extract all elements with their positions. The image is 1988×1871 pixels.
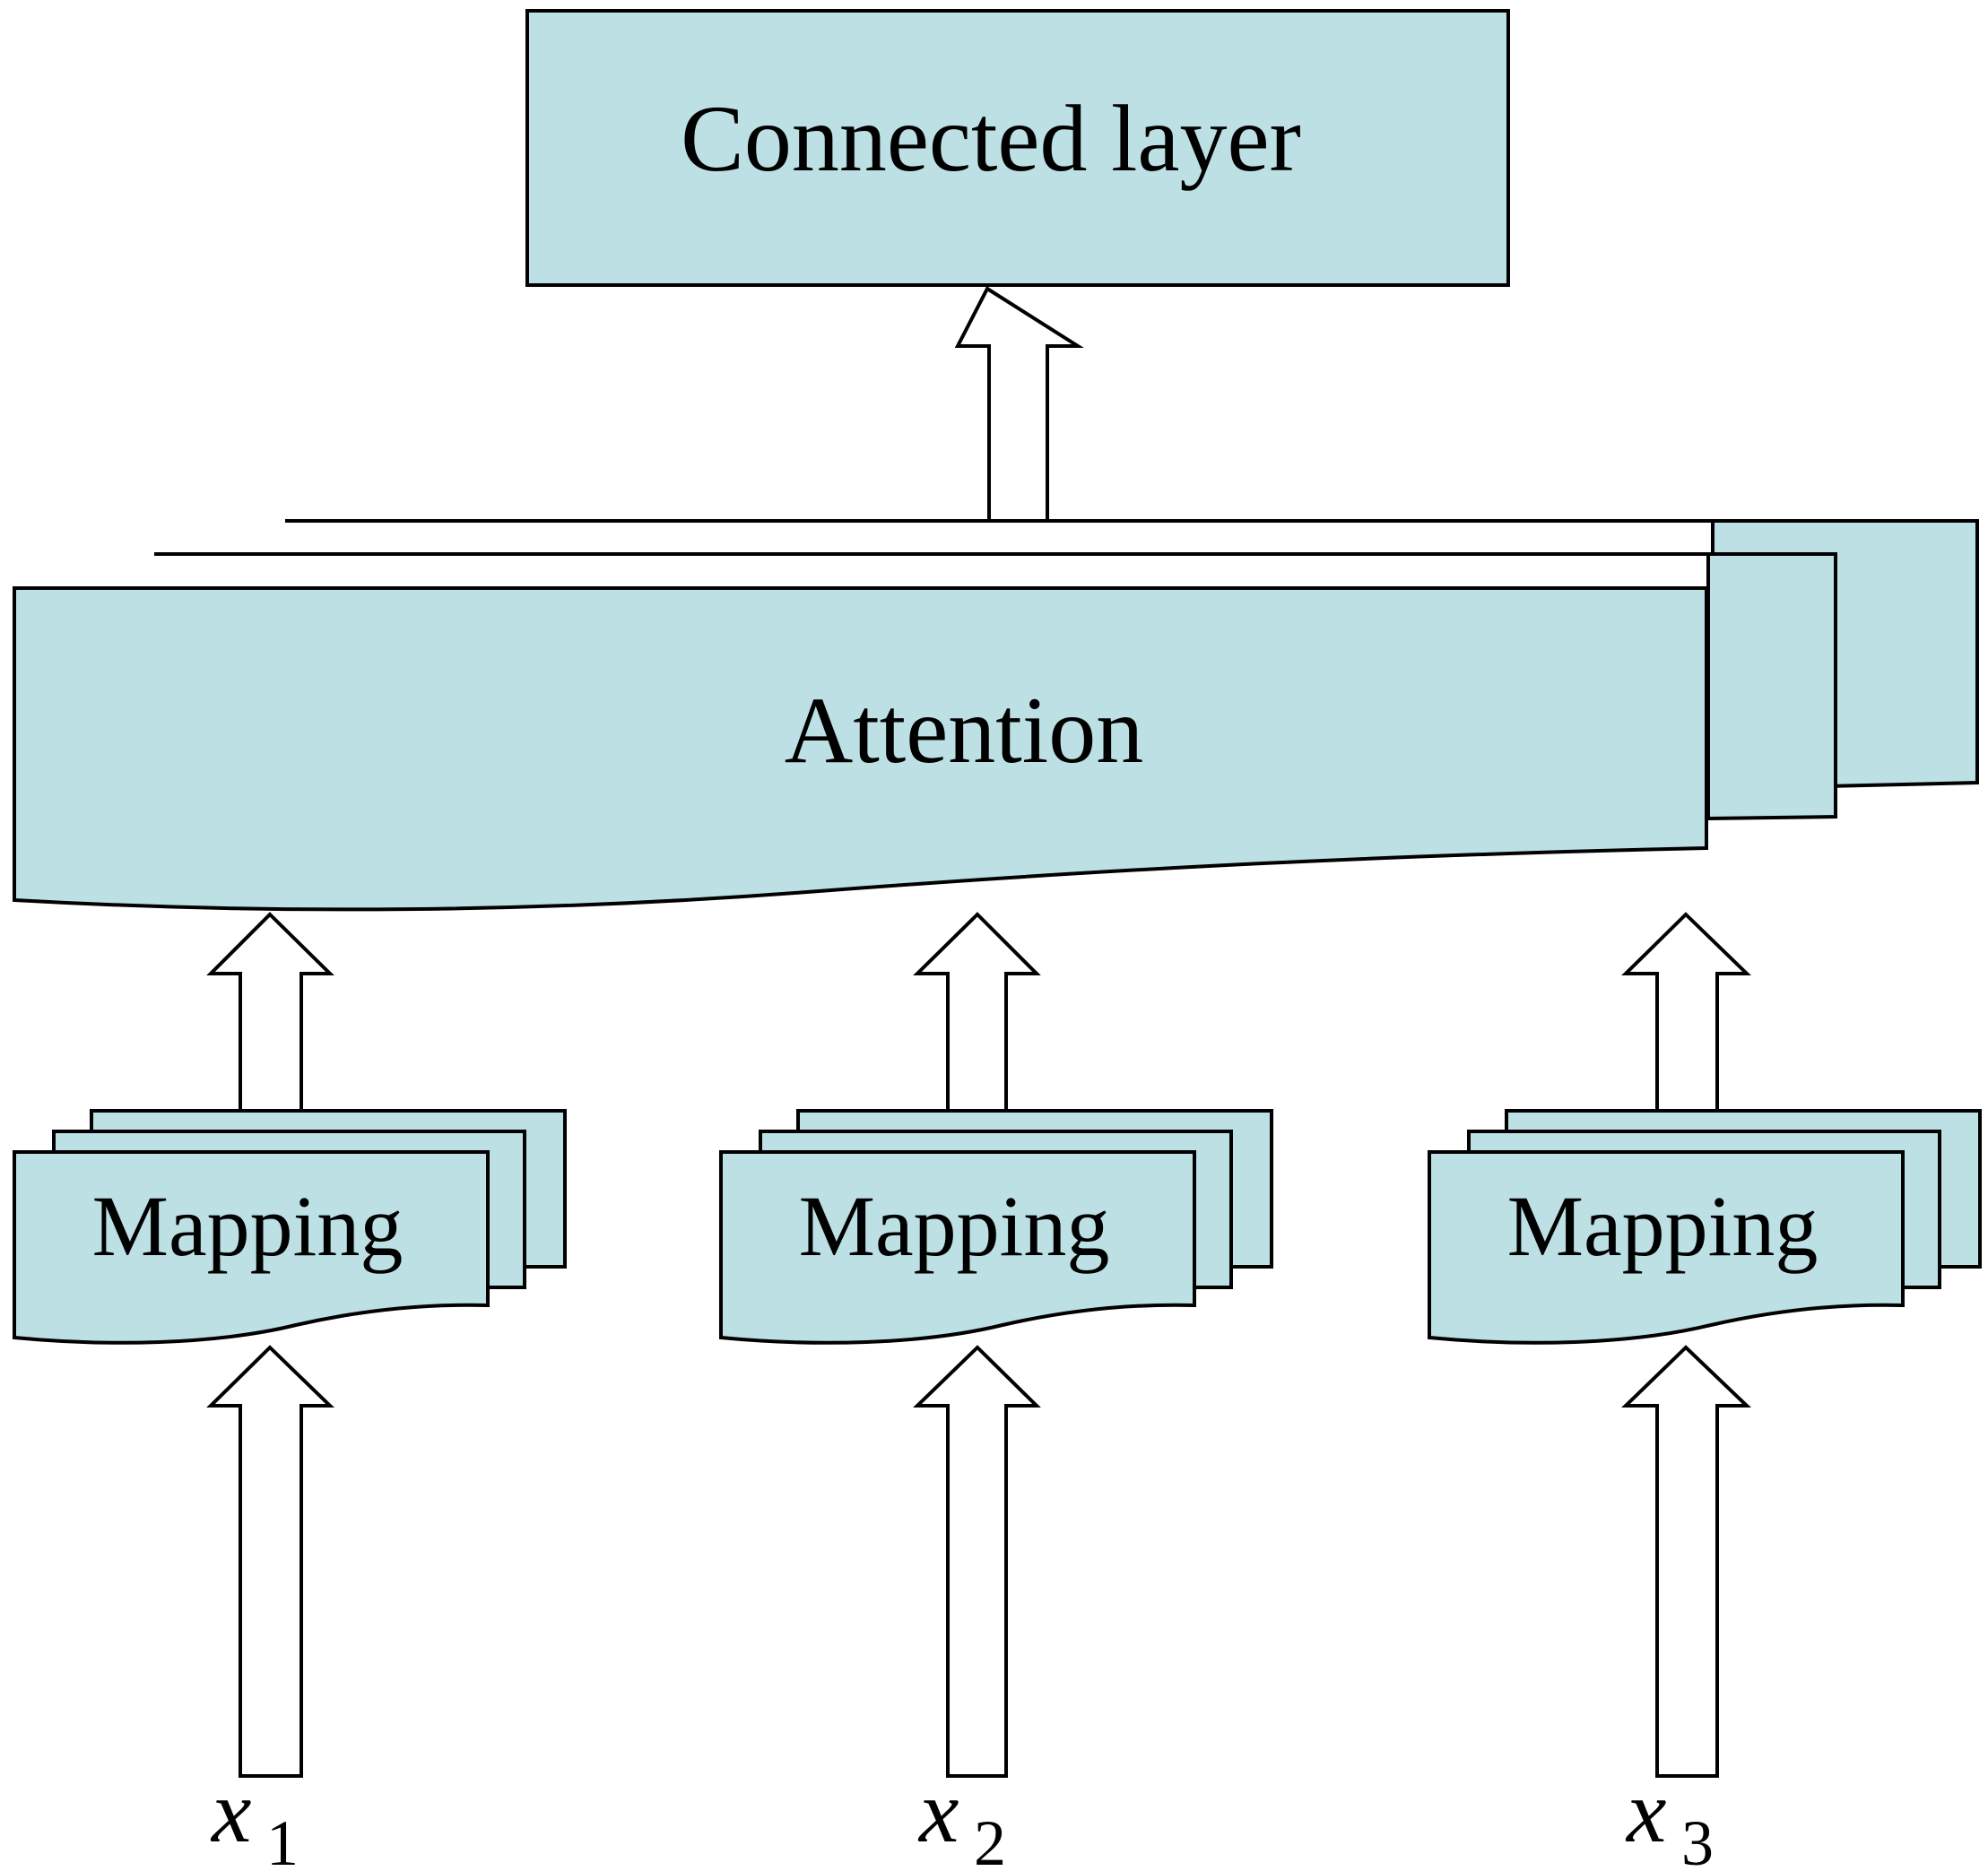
attention-label: Attention: [785, 678, 1143, 783]
mapping-1-sheet-front: [13, 1150, 490, 1345]
input-1-variable: x: [210, 1762, 251, 1861]
input-3-variable: x: [1625, 1762, 1666, 1861]
attention-sheet-front: [13, 586, 1708, 912]
input-label-1: x 1: [210, 1762, 299, 1871]
arrow-mapping-2-to-attention: [913, 912, 1041, 1113]
mapping-3-label: Mapping: [1507, 1178, 1819, 1274]
arrow-input-2-to-mapping: [913, 1345, 1041, 1778]
arrow-attention-to-connected: [954, 286, 1084, 523]
connected-layer-block: Connected layer: [525, 9, 1510, 287]
input-1-subscript: 1: [266, 1807, 299, 1871]
attention-sheet-middle: [154, 552, 1837, 821]
attention-block: Attention: [13, 519, 1979, 912]
mapping-block-1: Mapping: [13, 1109, 567, 1345]
connected-layer-label: Connected layer: [681, 86, 1301, 191]
connected-layer-box: [525, 9, 1510, 287]
mapping-2-sheet-front: [719, 1150, 1196, 1345]
arrow-mapping-1-to-attention: [206, 912, 334, 1113]
mapping-3-sheet-front: [1428, 1150, 1905, 1345]
input-3-subscript: 3: [1681, 1807, 1714, 1871]
input-2-subscript: 2: [974, 1807, 1006, 1871]
mapping-block-2: Mapping: [719, 1109, 1273, 1345]
arrow-input-3-to-mapping: [1621, 1345, 1751, 1778]
mapping-block-3: Mapping: [1428, 1109, 1982, 1345]
mapping-1-label: Mapping: [92, 1178, 404, 1274]
arrow-input-1-to-mapping: [206, 1345, 334, 1778]
mapping-2-label: Mapping: [799, 1178, 1110, 1274]
input-label-3: x 3: [1625, 1762, 1714, 1871]
arrow-mapping-3-to-attention: [1621, 912, 1751, 1113]
input-2-variable: x: [917, 1762, 959, 1861]
input-label-2: x 2: [917, 1762, 1006, 1871]
